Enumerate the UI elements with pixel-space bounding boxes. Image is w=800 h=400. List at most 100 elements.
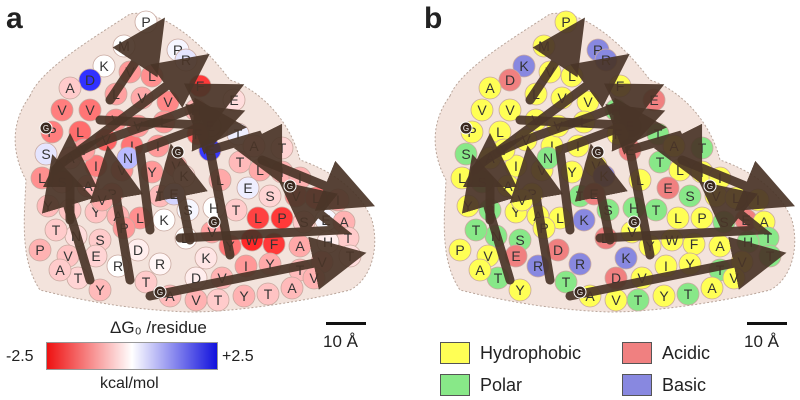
residue-label: K <box>519 58 529 74</box>
residue-label: P <box>35 242 44 258</box>
residue-label: L <box>148 68 156 84</box>
legend-basic-swatch <box>622 374 652 396</box>
residue-label: T <box>142 274 151 290</box>
residue-label: Y <box>43 198 53 214</box>
residue-label: F <box>616 78 625 94</box>
glycine-marker <box>573 285 587 299</box>
glycine-label: G <box>211 218 217 227</box>
residue-label: L <box>136 210 144 226</box>
residue-label: Y <box>239 288 249 304</box>
residue-label: L <box>496 124 504 140</box>
panel-b-letter: b <box>424 2 443 35</box>
residue-label: T <box>346 248 355 264</box>
residue-label: Y <box>685 256 695 272</box>
residue-label: T <box>634 292 643 308</box>
legend-acidic-swatch <box>622 342 652 364</box>
legend-polar-label: Polar <box>480 374 523 395</box>
residue-label: L <box>458 170 466 186</box>
residue-label: V <box>557 90 567 106</box>
residue-circle <box>206 288 230 312</box>
residue-label: E <box>649 92 658 108</box>
residue-label: S <box>95 232 104 248</box>
residue-label: A <box>339 214 349 230</box>
residue-label: A <box>759 214 769 230</box>
residue-circle <box>700 276 724 300</box>
glycine-label: G <box>175 148 181 157</box>
glycine-label: G <box>157 288 163 297</box>
residue-label: A <box>715 238 725 254</box>
residue-label: V <box>63 248 73 264</box>
residue-label: M <box>118 38 130 54</box>
residue-label: E <box>663 180 672 196</box>
residue-label: D <box>85 72 95 88</box>
residue-label: R <box>575 256 585 272</box>
colorbar-title: ΔG₀ /residue <box>110 318 207 337</box>
residue-label: E <box>229 92 238 108</box>
residue-circle <box>58 76 82 100</box>
residue-label: P <box>277 210 286 226</box>
strand-arrow <box>257 155 375 211</box>
residue-circle <box>652 284 676 308</box>
residue-label: N <box>543 150 553 166</box>
residue-circle <box>246 206 270 230</box>
residue-label: V <box>477 102 487 118</box>
residue-label: I <box>514 158 518 174</box>
residue-label: T <box>698 140 707 156</box>
glycine-marker <box>171 145 185 159</box>
residue-label: L <box>568 68 576 84</box>
residue-label: T <box>766 248 775 264</box>
residue-circle <box>134 270 158 294</box>
residue-label: T <box>74 270 83 286</box>
residue-label: A <box>83 178 93 194</box>
residue-label: T <box>214 292 223 308</box>
residue-label: D <box>191 270 201 286</box>
residue-label: Y <box>567 164 577 180</box>
legend-hydrophobic: Hydrophobic <box>440 342 581 364</box>
residue-label: V <box>57 102 67 118</box>
residue-label: P <box>697 210 706 226</box>
strand-arrow <box>515 97 667 152</box>
colorbar-max-label: +2.5 <box>222 348 254 365</box>
residue-label: A <box>55 262 65 278</box>
residue-label: N <box>123 150 133 166</box>
residue-circle <box>676 282 700 306</box>
legend-polar-swatch <box>440 374 470 396</box>
strand-arrow <box>574 143 628 245</box>
strand-arrow <box>509 145 564 285</box>
legend-acidic: Acidic <box>622 342 710 364</box>
glycine-marker <box>627 215 641 229</box>
residue-circle <box>498 68 522 92</box>
glycine-marker <box>591 145 605 159</box>
scalebar-a-label: 10 Å <box>323 332 358 351</box>
residue-label: M <box>538 38 550 54</box>
colorbar-min-label: -2.5 <box>6 348 34 365</box>
residue-label: V <box>505 102 515 118</box>
residue-circle <box>470 98 494 122</box>
residue-label: S <box>41 146 50 162</box>
colorbar <box>46 342 218 370</box>
residue-label: P <box>561 14 570 30</box>
residue-label: T <box>656 154 665 170</box>
residue-label: A <box>503 178 513 194</box>
legend-basic-label: Basic <box>662 374 707 395</box>
panel-a-letter: a <box>6 2 23 35</box>
legend-hydrophobic-label: Hydrophobic <box>480 342 582 363</box>
scalebar-a <box>326 322 366 325</box>
residue-label: Y <box>91 204 101 220</box>
residue-label: S <box>265 188 274 204</box>
residue-label: V <box>483 248 493 264</box>
residue-label: Y <box>265 256 275 272</box>
residue-circle <box>78 98 102 122</box>
residue-label: R <box>601 52 611 68</box>
legend-acidic-label: Acidic <box>662 342 711 363</box>
residue-label: L <box>674 210 682 226</box>
residue-label: Y <box>511 204 521 220</box>
residue-label: R <box>155 256 165 272</box>
legend-polar: Polar <box>440 374 522 396</box>
residue-label: Y <box>463 198 473 214</box>
colorbar-unit: kcal/mol <box>100 375 159 392</box>
residue-label: A <box>485 80 495 96</box>
residue-label: Y <box>147 164 157 180</box>
glycine-marker <box>459 121 473 135</box>
